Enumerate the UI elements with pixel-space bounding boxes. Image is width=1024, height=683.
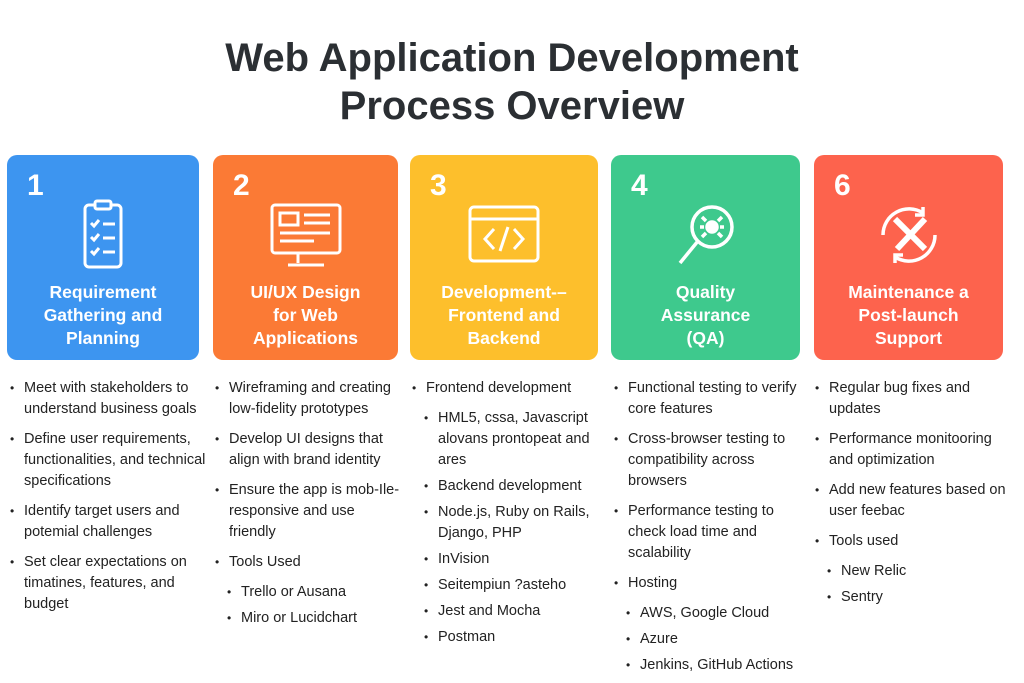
- bullet-item: Define user requirements, functionalitie…: [10, 429, 210, 492]
- bullet-item: Azure: [626, 629, 814, 650]
- bullet-item: AWS, Google Cloud: [626, 603, 814, 624]
- bullet-item: New Relic: [827, 561, 1020, 582]
- bullet-item: Jenkins, GitHub Actions: [626, 655, 814, 676]
- bullet-item: Backend development: [424, 476, 607, 497]
- bullet-item: Hosting: [614, 573, 814, 594]
- bullet-item: InVision: [424, 549, 607, 570]
- bullet-item: Node.js, Ruby on Rails, Django, PHP: [424, 502, 607, 544]
- bullet-item: Regular bug fixes and updates: [815, 378, 1020, 420]
- clipboard-checklist-icon: [83, 199, 123, 269]
- step-number: 4: [631, 169, 648, 202]
- step-1-bullets: Meet with stakeholders to understand bus…: [10, 378, 210, 624]
- bullet-item: Identify target users and potemial chall…: [10, 501, 210, 543]
- bullet-item: Tools used: [815, 531, 1020, 552]
- title-line-1: Web Application Development: [225, 36, 799, 80]
- bullet-item: Wireframing and creating low-fidelity pr…: [215, 378, 405, 420]
- bullet-item: Ensure the app is mob-Ile-responsive and…: [215, 480, 405, 543]
- step-4-bullets: Functional testing to verify core featur…: [614, 378, 814, 681]
- bullet-item: Sentry: [827, 587, 1020, 608]
- bullet-item: HML5, cssa, Javascript alovans prontopea…: [424, 408, 607, 471]
- bullet-item: Trello or Ausana: [227, 582, 405, 603]
- step-number: 1: [27, 169, 44, 202]
- monitor-wireframe-icon: [270, 203, 341, 267]
- title-line-2: Process Overview: [339, 84, 685, 128]
- bullet-item: Functional testing to verify core featur…: [614, 378, 814, 420]
- bullet-item: Seitempiun ?asteho: [424, 575, 607, 596]
- bullet-item: Frontend development: [412, 378, 607, 399]
- bullet-item: Miro or Lucidchart: [227, 608, 405, 629]
- magnifier-bug-icon: [678, 205, 734, 265]
- bullet-item: Set clear expectations on timatines, fea…: [10, 552, 210, 615]
- bullet-item: Performance monitooring and optimization: [815, 429, 1020, 471]
- step-2-bullets: Wireframing and creating low-fidelity pr…: [215, 378, 405, 634]
- bullet-item: Develop UI designs that align with brand…: [215, 429, 405, 471]
- step-number: 2: [233, 169, 250, 202]
- step-number: 6: [834, 169, 851, 202]
- bullet-item: Tools Used: [215, 552, 405, 573]
- step-3-bullets: Frontend developmentHML5, cssa, Javascri…: [412, 378, 607, 653]
- step-5-bullets: Regular bug fixes and updatesPerformance…: [815, 378, 1020, 613]
- bullet-item: Performance testing to check load time a…: [614, 501, 814, 564]
- bullet-item: Meet with stakeholders to understand bus…: [10, 378, 210, 420]
- bullet-item: Add new features based on user feebac: [815, 480, 1020, 522]
- step-number: 3: [430, 169, 447, 202]
- bullet-item: Jest and Mocha: [424, 601, 607, 622]
- bullet-item: Cross-browser testing to compatibility a…: [614, 429, 814, 492]
- bullet-item: Postman: [424, 627, 607, 648]
- code-window-icon: [468, 205, 540, 263]
- tools-cycle-icon: [880, 207, 937, 263]
